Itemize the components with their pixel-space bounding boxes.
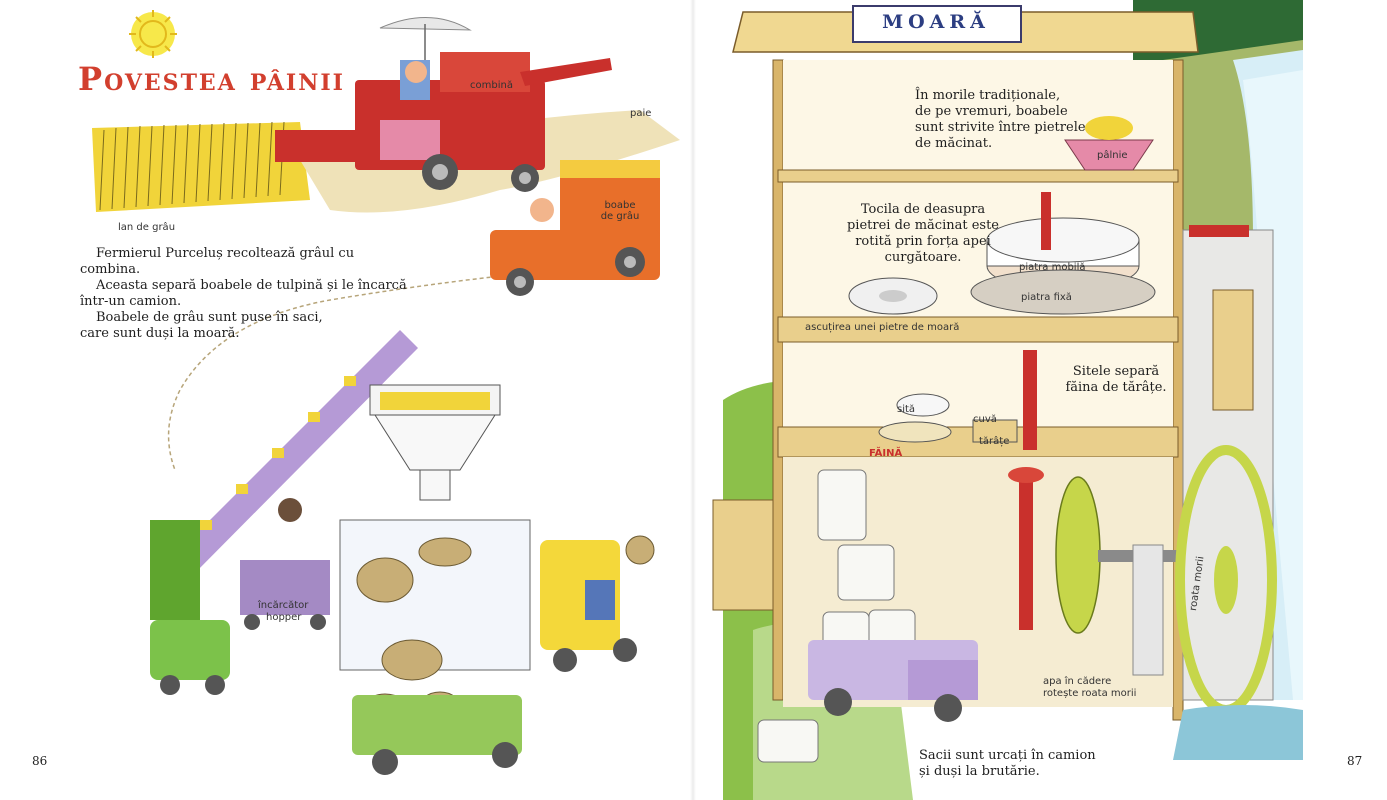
label-combine: combină: [470, 80, 513, 91]
text-line: În morile tradiționale,: [915, 88, 1061, 103]
label-grains: boabe de grâu: [600, 200, 640, 222]
label-sharpening: ascuțirea unei pietre de moară: [805, 322, 960, 333]
mill-sign-text: MOARĂ: [882, 11, 990, 33]
right-page: MOARĂ În morile tradiționale, de pe vrem…: [693, 0, 1387, 800]
text-line: și duși la brutărie.: [919, 764, 1040, 779]
page-title: Povestea pâinii: [78, 60, 345, 98]
intro-paragraph: Fermierul Purceluș recoltează grâul cu c…: [80, 246, 410, 342]
road-track: [167, 269, 561, 471]
label-wheat-field: lan de grâu: [118, 222, 176, 233]
book-gutter: [690, 0, 696, 800]
label-vat: cuvă: [973, 414, 997, 425]
sieve-and-vat: [878, 350, 1037, 450]
text-line: Sacii sunt urcați în camion: [919, 748, 1096, 763]
text-line: de măcinat.: [915, 136, 993, 151]
text-line: făina de tărâțe.: [1065, 380, 1167, 395]
label-loader: încărcător: [258, 600, 309, 611]
text-sieves: Sitele separă făina de tărâțe.: [1061, 364, 1171, 396]
yellow-cart: [540, 540, 637, 672]
grain-hopper: [1064, 116, 1154, 171]
intro-line: Fermierul Purceluș recoltează grâul cu c…: [80, 246, 355, 277]
label-moving-stone: piatra mobilă: [1019, 262, 1086, 273]
text-line: Tocila de deasupra: [860, 202, 986, 217]
intro-line: Boabele de grâu sunt puse în saci,: [96, 310, 323, 325]
label-bran: tărâțe: [979, 436, 1010, 447]
left-page-illustration: [92, 10, 680, 775]
water-wheel: [1175, 225, 1277, 715]
text-line: rotită prin forța apei: [855, 234, 991, 249]
label-hopper-sign: pâlnie: [1097, 150, 1128, 161]
text-line: de pe vremuri, boabele: [915, 104, 1068, 119]
purple-truck: [808, 640, 978, 722]
text-line: pietrei de măcinat este: [846, 218, 1000, 233]
combine-harvester: [275, 17, 612, 192]
label-hopper: hopper: [266, 612, 302, 623]
intro-line: Aceasta separă boabele de tulpină și le …: [96, 278, 407, 293]
label-fixed-stone: piatra fixă: [1021, 292, 1072, 303]
wheat-field: [92, 121, 310, 212]
label-straw: paie: [630, 108, 652, 119]
mill-sign: [852, 5, 1022, 43]
label-sieve: sită: [897, 404, 916, 415]
grain-truck: [490, 160, 660, 296]
label-falling-water-2: rotește roata morii: [1043, 688, 1137, 699]
umbrella-icon: [379, 17, 472, 31]
sun-icon: [129, 10, 177, 58]
page-number-left: 86: [32, 754, 48, 768]
text-line: Sitele separă: [1072, 364, 1160, 379]
intro-line: care sunt duși la moară.: [80, 326, 240, 341]
conveyor-loader: [170, 330, 418, 630]
left-page: Povestea pâinii Fermierul Purceluș recol…: [0, 0, 693, 800]
right-page-illustration: [712, 0, 1303, 800]
text-grindstone: Tocila de deasupra pietrei de măcinat es…: [823, 202, 1023, 266]
label-falling-water-1: apa în cădere: [1043, 676, 1112, 687]
green-trucks: [150, 520, 522, 775]
text-traditional-mills: În morile tradiționale, de pe vremuri, b…: [915, 88, 1125, 152]
water-pond: [1173, 705, 1303, 760]
text-line: sunt strivite între pietrele: [915, 120, 1086, 135]
millstones: [848, 192, 1156, 315]
text-bakery: Sacii sunt urcați în camion și duși la b…: [919, 748, 1119, 780]
page-number-right: 87: [1347, 754, 1363, 768]
text-line: curgătoare.: [884, 250, 962, 265]
label-flour: FĂINĂ: [869, 448, 903, 459]
intro-line: într-un camion.: [80, 294, 182, 309]
hopper-silo: [339, 384, 531, 671]
